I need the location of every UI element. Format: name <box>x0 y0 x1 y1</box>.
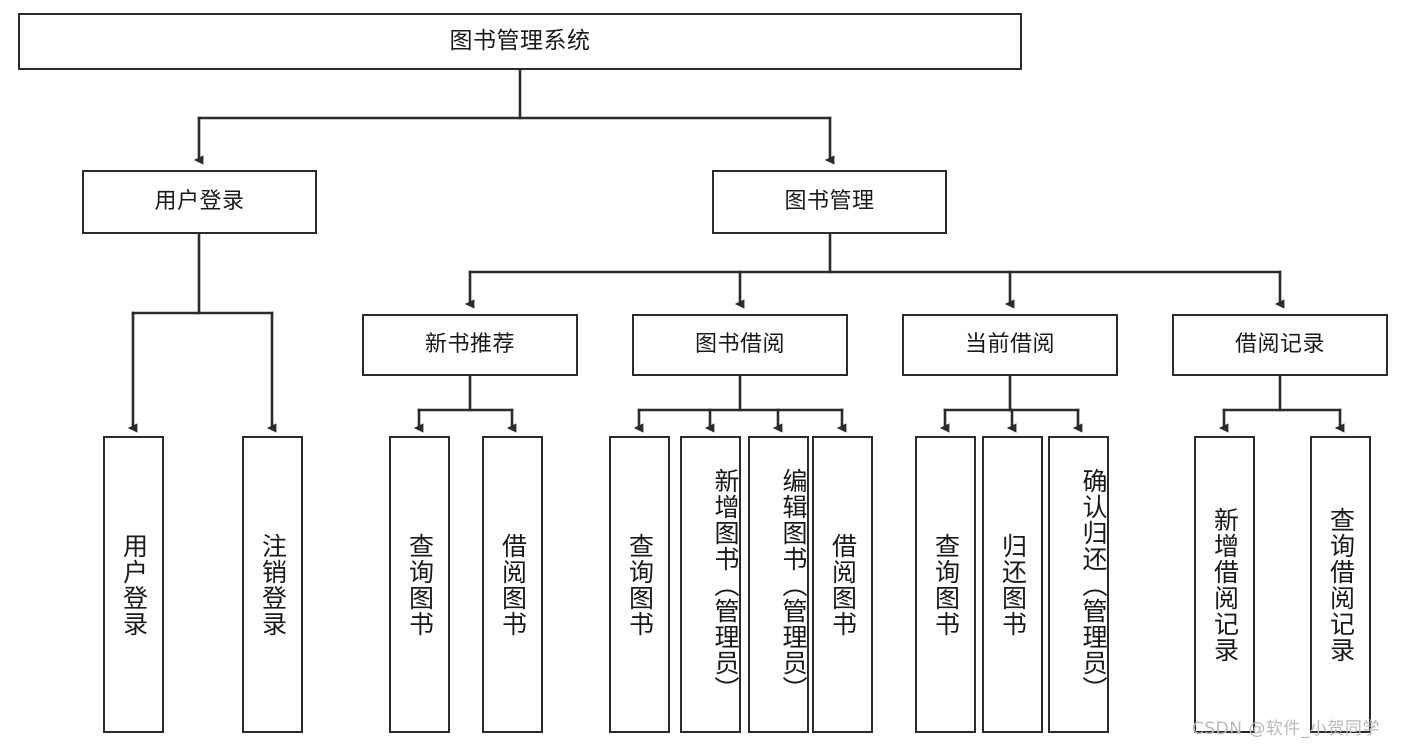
node-label: 查询借阅记录 <box>1326 506 1356 663</box>
node-label: 新书推荐 <box>424 332 515 358</box>
node-label: 用户登录 <box>119 532 149 637</box>
node-leaf-return-book[interactable]: 归还图书 <box>982 436 1043 733</box>
node-new-book-recommend[interactable]: 新书推荐 <box>362 314 578 376</box>
node-label: 确认归还（管理员） <box>1079 467 1108 702</box>
node-user-login[interactable]: 用户登录 <box>82 170 317 234</box>
node-label: 当前借阅 <box>964 332 1055 358</box>
node-label: 借阅记录 <box>1234 332 1325 358</box>
node-leaf-edit-book-admin[interactable]: 编辑图书（管理员） <box>748 436 809 733</box>
node-leaf-add-book-admin[interactable]: 新增图书（管理员） <box>680 436 741 733</box>
node-leaf-confirm-return-admin[interactable]: 确认归还（管理员） <box>1048 436 1109 733</box>
node-leaf-borrow-book-1[interactable]: 借阅图书 <box>482 436 543 733</box>
node-label: 查询图书 <box>931 532 961 637</box>
node-leaf-query-book-2[interactable]: 查询图书 <box>609 436 670 733</box>
node-label: 新增图书（管理员） <box>711 467 740 702</box>
node-label: 借阅图书 <box>498 532 528 637</box>
node-leaf-borrow-book-2[interactable]: 借阅图书 <box>812 436 873 733</box>
node-current-borrow[interactable]: 当前借阅 <box>902 314 1118 376</box>
node-root-library-system[interactable]: 图书管理系统 <box>18 13 1022 70</box>
node-leaf-query-book-3[interactable]: 查询图书 <box>915 436 976 733</box>
node-leaf-logout-login[interactable]: 注销登录 <box>242 436 303 733</box>
node-book-borrow[interactable]: 图书借阅 <box>632 314 848 376</box>
csdn-watermark: CSDN @软件_小贺同学 <box>1192 719 1380 739</box>
node-leaf-query-borrow-record[interactable]: 查询借阅记录 <box>1310 436 1371 733</box>
node-label: 归还图书 <box>998 532 1028 637</box>
node-book-management[interactable]: 图书管理 <box>712 170 947 234</box>
node-leaf-query-book-1[interactable]: 查询图书 <box>389 436 450 733</box>
node-label: 图书管理 <box>784 189 875 215</box>
node-label: 查询图书 <box>405 532 435 637</box>
node-label: 查询图书 <box>625 532 655 637</box>
node-leaf-user-login[interactable]: 用户登录 <box>103 436 164 733</box>
node-label: 借阅图书 <box>828 532 858 637</box>
node-label: 用户登录 <box>154 189 245 215</box>
node-borrow-record[interactable]: 借阅记录 <box>1172 314 1388 376</box>
node-label: 图书管理系统 <box>449 28 591 55</box>
node-label: 新增借阅记录 <box>1210 506 1240 663</box>
node-leaf-add-borrow-record[interactable]: 新增借阅记录 <box>1194 436 1255 733</box>
node-label: 注销登录 <box>258 532 288 637</box>
node-label: 图书借阅 <box>694 332 785 358</box>
node-label: 编辑图书（管理员） <box>779 467 808 702</box>
